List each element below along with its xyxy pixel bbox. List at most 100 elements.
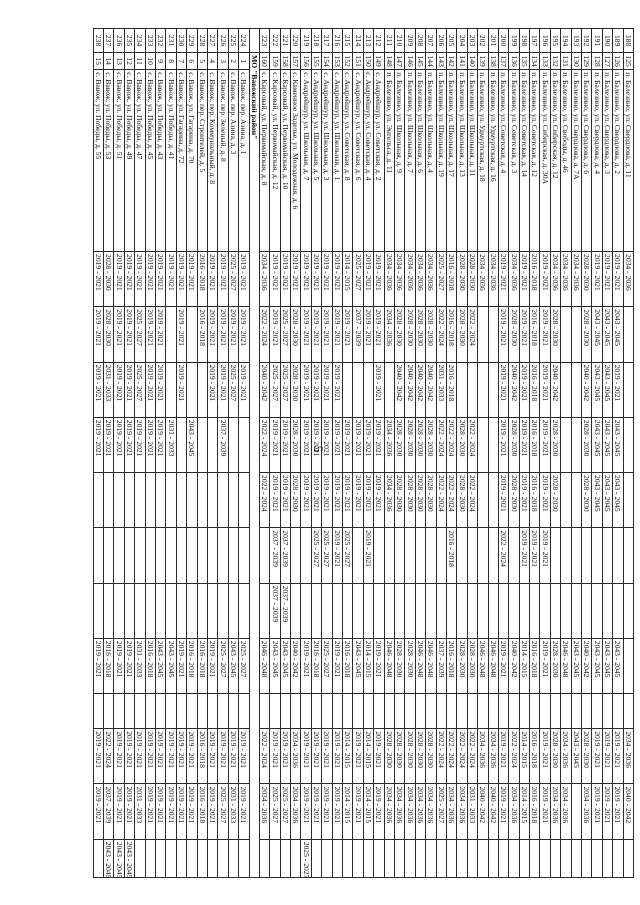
period-cell [301,583,312,639]
period-cell [186,306,198,363]
period-cell: 2028 - 2030 [103,251,114,307]
period-cell: 2046 - 2048 [384,638,395,694]
period-cell [93,693,104,729]
house-number-cell: 138 [488,52,499,70]
period-cell: 2019 - 2021 [539,472,551,528]
period-cell: 2019 - 2021 [155,362,166,418]
period-cell: 2028 - 2030 [394,728,405,784]
period-cell: 2022 - 2024 [259,728,270,784]
address-cell: п. Балезино, ул. Энгельса, д. 11 [384,69,395,252]
period-cell [93,527,104,584]
period-cell: 2019 - 2021 [93,251,104,307]
period-cell: 2034 - 2036 [488,728,499,784]
row-number-cell: 195 [550,28,561,53]
period-cell: 2019 - 2021 [498,783,509,840]
period-cell: 2019 - 2021 [332,638,343,694]
period-cell: 2019 - 2021 [176,362,187,418]
period-cell: 2043 - 2045 [280,638,291,694]
period-cell [145,839,156,878]
period-cell: 2034 - 2036 [290,783,301,840]
period-cell: 2025 - 2027 [269,362,281,418]
period-cell [207,839,218,878]
period-cell [197,839,208,878]
house-number-cell: 155 [311,52,322,70]
period-cell [165,583,177,639]
row-number-cell: 221 [280,28,291,53]
house-number-cell: 6 [186,52,198,70]
period-cell [498,839,509,878]
period-cell [311,693,322,729]
period-cell [550,693,561,729]
period-cell: 2040 - 2042 [508,362,520,418]
period-cell [560,839,572,878]
period-cell: 2019 - 2021 [186,783,198,840]
period-cell [197,583,208,639]
period-cell: 2019 - 2021 [519,251,530,307]
period-cell: 2016 - 2018 [197,638,208,694]
period-cell: 2014 - 2015 [363,638,374,694]
period-cell: 2019 - 2021 [176,306,187,363]
period-cell: 2043 - 2045 [591,306,603,363]
address-cell: с. Карсовай, ул. Первомайская, д. 10 [280,69,291,252]
address-cell: п. Балезино, ул. Школьная, д. 4 [425,69,437,252]
row-number-cell: 233 [145,28,156,53]
period-cell: 2019 - 2021 [352,472,364,528]
period-cell: 2019 - 2021 [498,638,509,694]
period-cell [394,693,405,729]
house-number-cell: 133 [539,52,551,70]
period-cell [259,527,270,584]
period-cell [404,583,416,639]
period-cell [415,693,426,729]
period-cell: 2040 - 2042 [550,362,561,418]
period-cell: 2034 - 2036 [384,251,395,307]
house-number-cell: 148 [384,52,395,70]
period-cell: 2019 - 2021 [321,251,333,307]
period-cell: 2016 - 2018 [197,306,208,363]
period-cell: 2014 - 2015 [519,783,530,840]
period-cell [456,362,468,418]
period-cell [165,839,177,878]
period-cell [311,839,322,878]
period-cell: 2019 - 2021 [207,638,218,694]
house-number-cell: 146 [404,52,416,70]
period-cell: 2019 - 2021 [207,783,218,840]
period-cell: 2028 - 2030 [404,306,416,363]
period-cell: 2040 - 2042 [581,638,592,694]
period-cell: 2019 - 2021 [155,251,166,307]
period-cell [186,583,198,639]
period-cell: 2019 - 2021 [602,251,613,307]
period-cell [467,527,478,584]
period-cell [176,839,187,878]
period-cell: 2019 - 2021 [539,251,551,307]
period-cell: 2043 - 2045 [228,638,239,694]
house-number-cell: 2 [228,52,239,70]
period-cell [124,527,135,584]
period-cell [602,583,613,639]
period-cell: 2034 - 2036 [425,251,437,307]
period-cell: 2034 - 2036 [477,728,489,784]
period-cell: 2019 - 2021 [217,362,229,418]
period-cell: 2019 - 2021 [145,251,156,307]
address-cell: п. Балезино, ул. Удмуртская, д. 16 [488,69,499,252]
row-number-cell: 203 [467,28,478,53]
period-cell: 2019 - 2021 [238,251,250,307]
period-cell: 2028 - 2030 [415,472,426,528]
period-cell: 2019 - 2021 [373,783,385,840]
period-cell: 2022 - 2024 [498,527,509,584]
address-cell: с. Карсовай, ул. Первомайская, д. 8 [259,69,270,252]
row-number-cell: 200 [498,28,509,53]
period-cell [93,472,104,528]
period-cell [363,693,374,729]
period-cell: 2028 - 2030 [581,306,592,363]
period-cell: 2037 - 2039 [269,527,281,584]
period-cell: 2014 - 2015 [519,638,530,694]
period-cell: 2019 - 2021 [217,728,229,784]
period-cell: 2019 - 2021 [612,728,624,784]
row-number-cell: 206 [436,28,447,53]
period-cell: 2019 - 2021 [113,362,125,418]
